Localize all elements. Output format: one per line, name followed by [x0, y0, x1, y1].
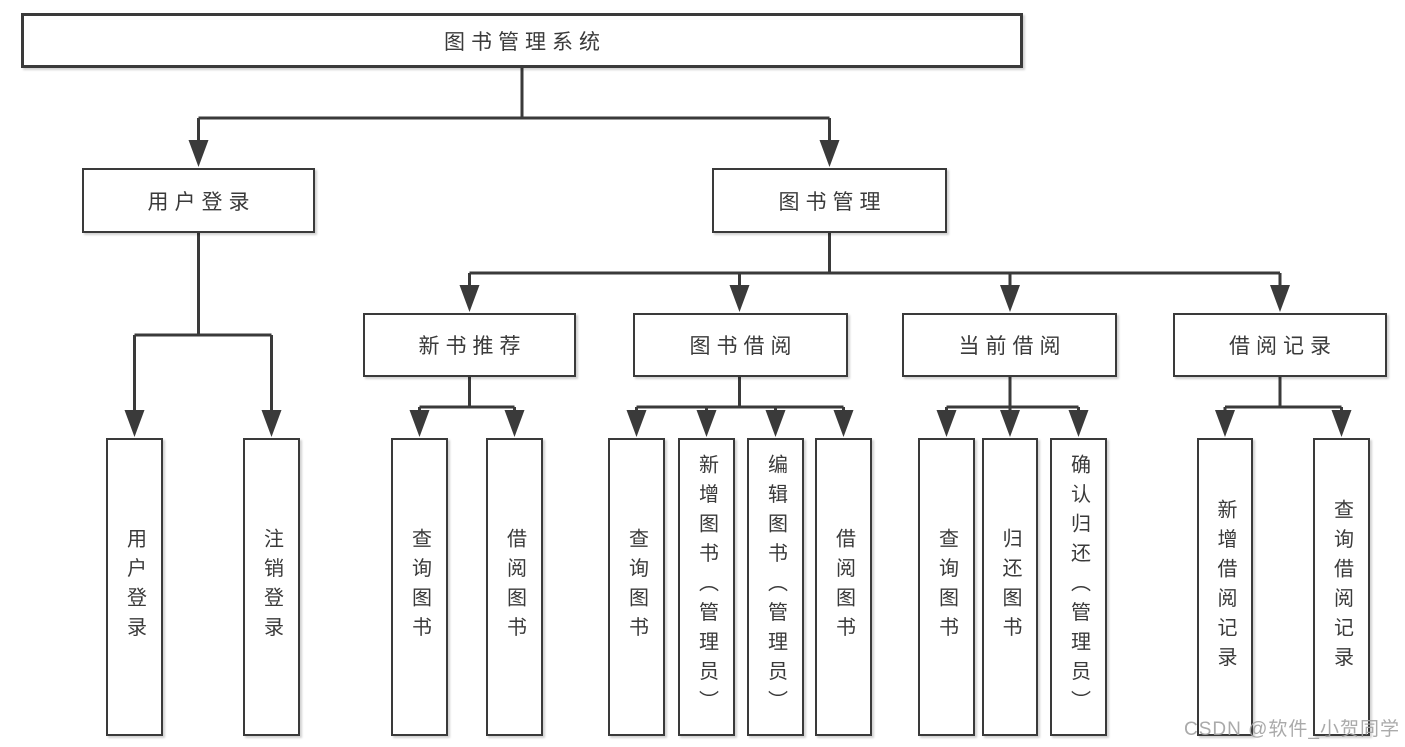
node-book-borrowing-label: 图书借阅: [689, 335, 798, 358]
leaf-query-books-3-label: 查询图书: [935, 528, 958, 646]
node-current-borrowing-label: 当前借阅: [958, 335, 1067, 358]
node-new-book-recommend-label: 新书推荐: [418, 335, 527, 358]
node-borrowing-records: 借阅记录: [1173, 313, 1387, 377]
node-root: 图书管理系统: [21, 13, 1023, 68]
leaf-return-books: 归还图书: [982, 438, 1038, 736]
leaf-confirm-return-admin-label: 确认归还（管理员）: [1067, 454, 1090, 720]
leaf-query-books-3: 查询图书: [918, 438, 975, 736]
node-user-login-label: 用户登录: [147, 190, 256, 214]
leaf-add-books-admin: 新增图书（管理员）: [678, 438, 735, 736]
leaf-return-books-label: 归还图书: [999, 528, 1021, 646]
leaf-add-borrow-record: 新增借阅记录: [1197, 438, 1253, 736]
leaf-confirm-return-admin: 确认归还（管理员）: [1050, 438, 1107, 736]
leaf-logout-label: 注销登录: [260, 528, 283, 646]
leaf-query-books-1: 查询图书: [391, 438, 448, 736]
leaf-add-borrow-record-label: 新增借阅记录: [1214, 498, 1236, 676]
node-book-borrowing: 图书借阅: [633, 313, 848, 377]
leaf-query-books-2: 查询图书: [608, 438, 665, 736]
node-book-management-label: 图书管理: [778, 190, 887, 214]
node-book-management: 图书管理: [712, 168, 947, 233]
leaf-query-borrow-record: 查询借阅记录: [1313, 438, 1370, 736]
leaf-borrow-books-1-label: 借阅图书: [503, 528, 526, 646]
node-root-label: 图书管理系统: [444, 30, 606, 54]
node-new-book-recommend: 新书推荐: [363, 313, 576, 377]
leaf-edit-books-admin-label: 编辑图书（管理员）: [764, 454, 787, 720]
leaf-logout: 注销登录: [243, 438, 300, 736]
leaf-user-login: 用户登录: [106, 438, 163, 736]
leaf-user-login-label: 用户登录: [123, 528, 146, 646]
leaf-borrow-books-1: 借阅图书: [486, 438, 543, 736]
leaf-borrow-books-2-label: 借阅图书: [832, 528, 855, 646]
leaf-borrow-books-2: 借阅图书: [815, 438, 872, 736]
leaf-query-borrow-record-label: 查询借阅记录: [1330, 498, 1353, 676]
leaf-add-books-admin-label: 新增图书（管理员）: [695, 454, 718, 720]
node-current-borrowing: 当前借阅: [902, 313, 1117, 377]
node-user-login: 用户登录: [82, 168, 315, 233]
watermark: CSDN @软件_小贺同学: [1184, 719, 1400, 740]
leaf-query-books-2-label: 查询图书: [625, 528, 648, 646]
leaf-query-books-1-label: 查询图书: [408, 528, 431, 646]
node-borrowing-records-label: 借阅记录: [1229, 335, 1337, 358]
leaf-edit-books-admin: 编辑图书（管理员）: [747, 438, 804, 736]
arrowheads: [124, 140, 1352, 437]
